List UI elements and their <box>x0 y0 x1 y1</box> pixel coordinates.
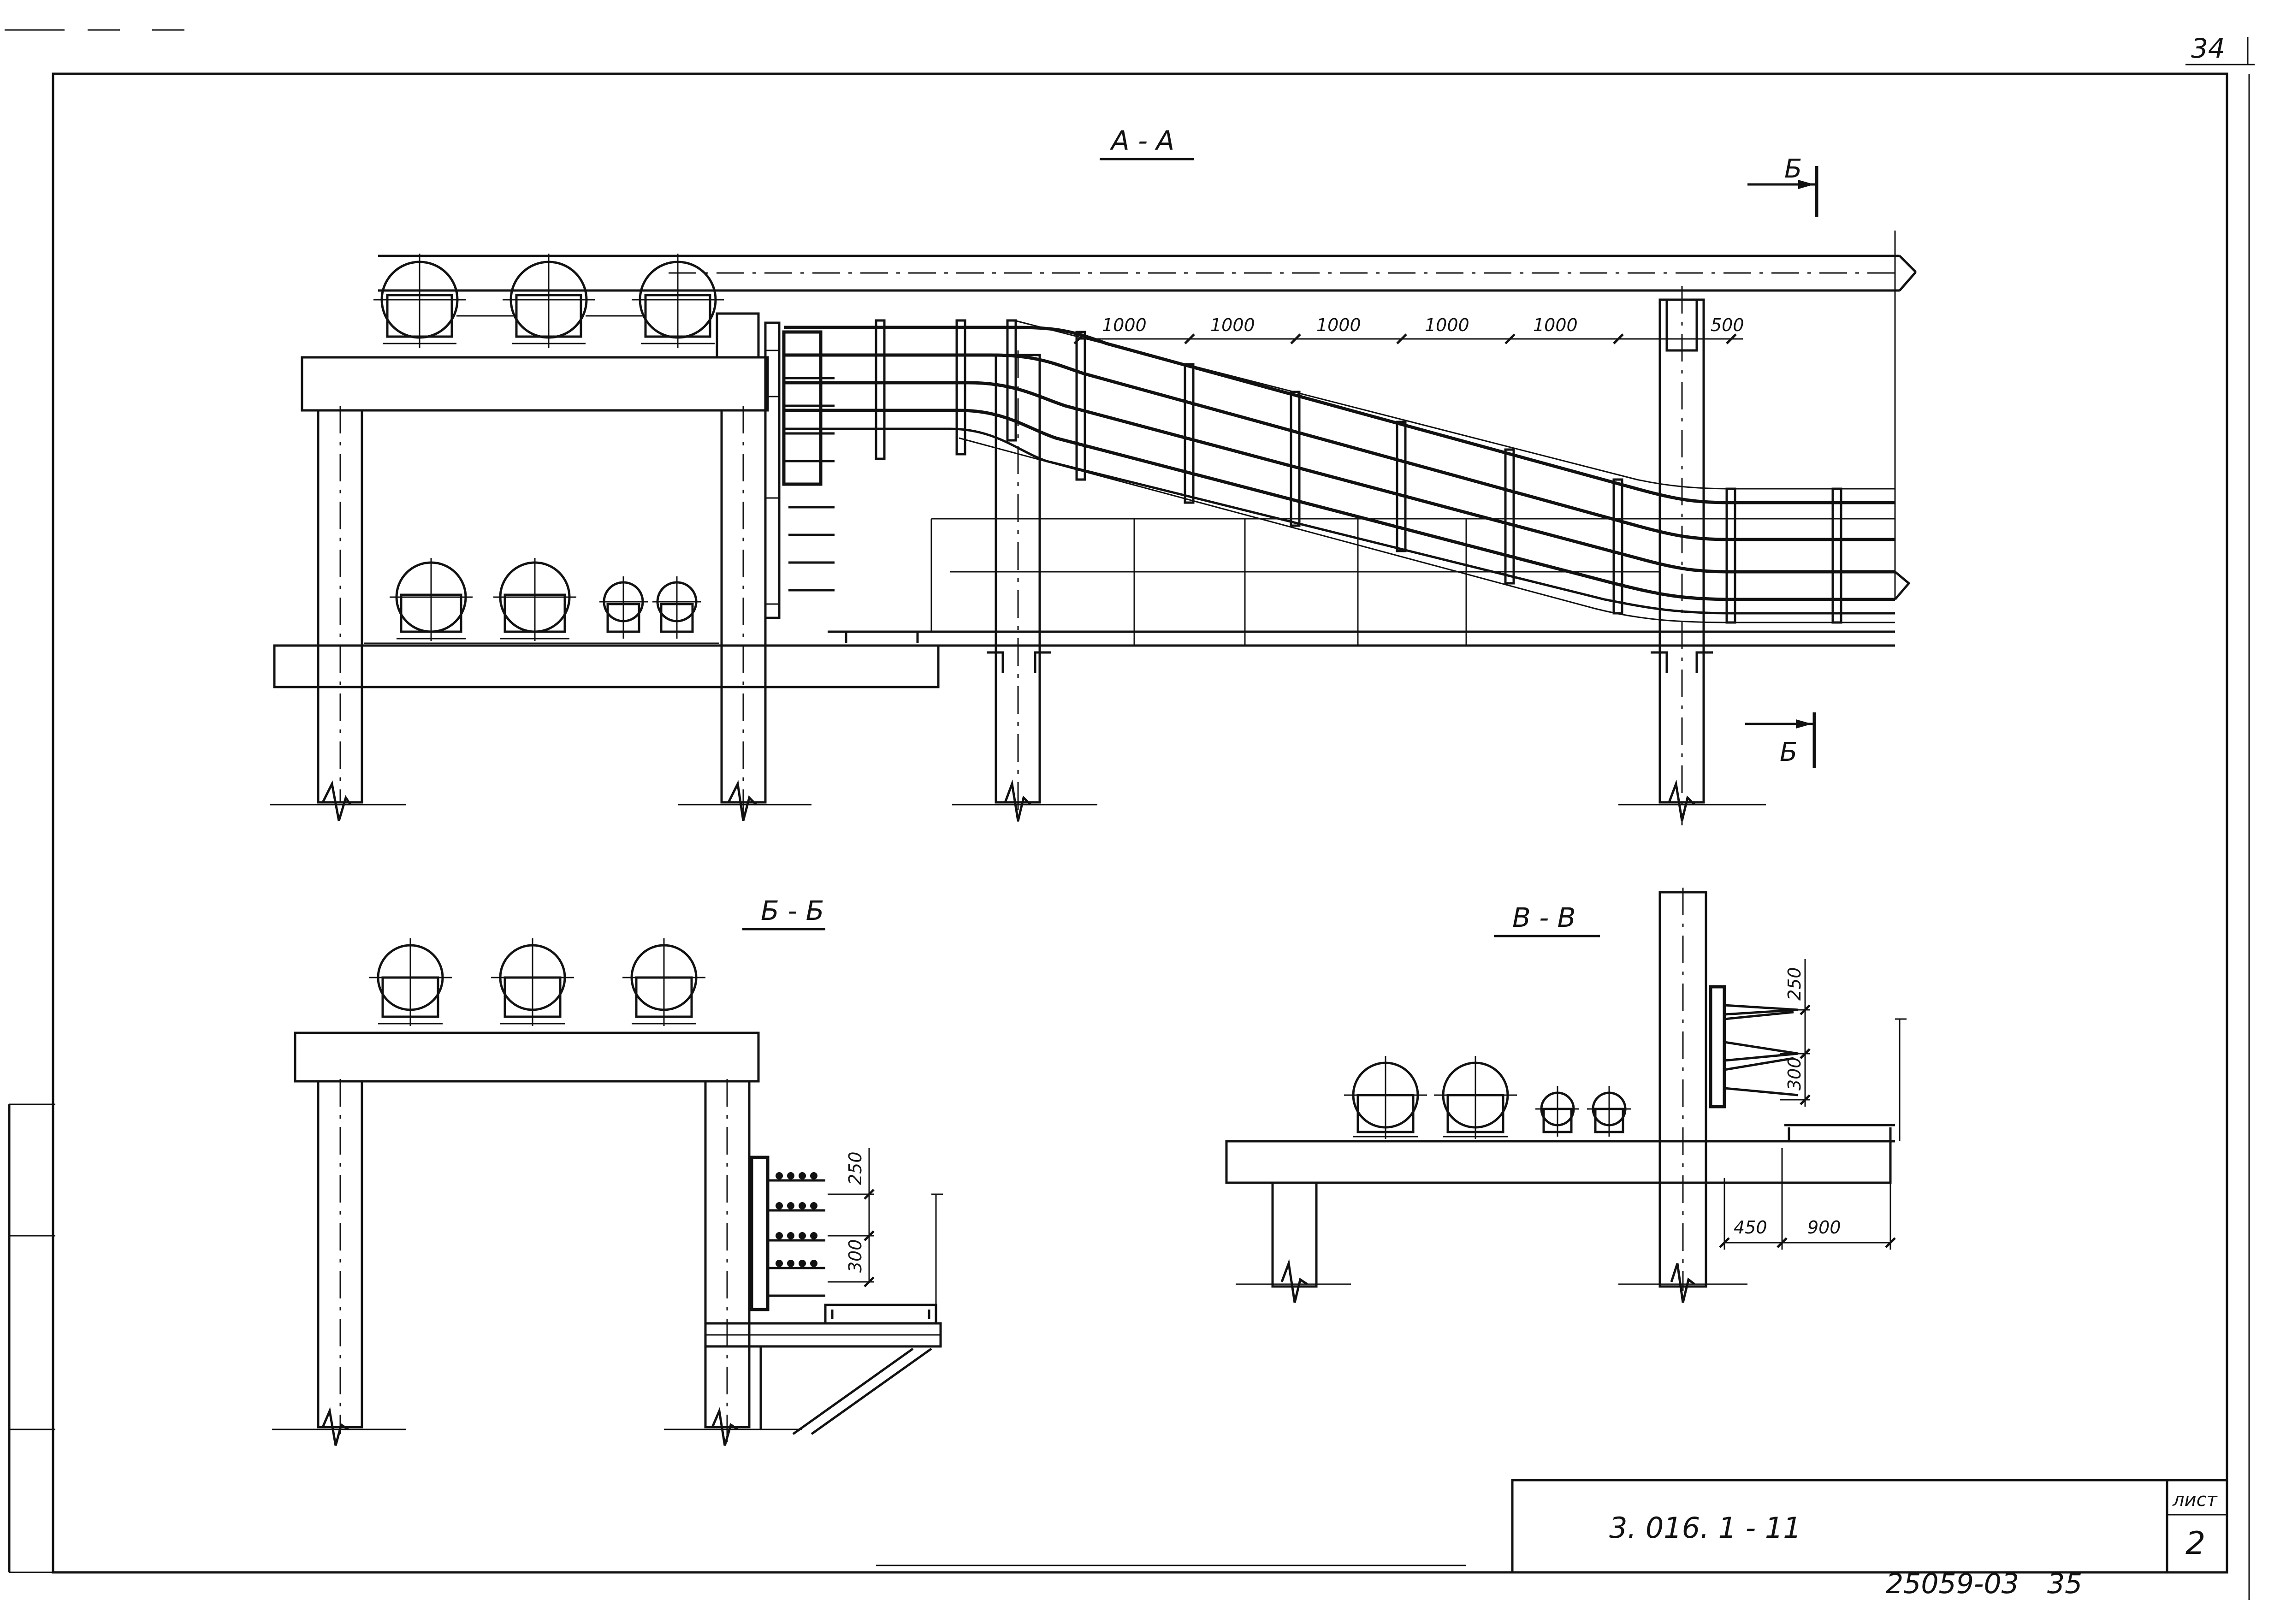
archive-page: 35 <box>2047 1568 2082 1600</box>
section-bb-title: Б - Б <box>761 895 824 926</box>
cable-bundle-aa <box>784 320 1911 623</box>
break-marks-vv <box>1236 1259 1747 1303</box>
walkway-aa <box>828 518 1895 673</box>
dim-bb-2: 300 <box>845 1239 865 1273</box>
dim-aa-4: 1000 <box>1425 315 1469 335</box>
archive-number: 25059-03 <box>1886 1568 2019 1600</box>
dimension-line-bb: 250 300 <box>828 1148 875 1287</box>
upper-pipes-aa <box>373 254 724 348</box>
dim-vv-h1: 450 <box>1734 1217 1767 1238</box>
section-vv: В - В <box>1225 888 1907 1303</box>
section-aa: А - А Б Б <box>270 125 1917 825</box>
cable-shelves-aa <box>765 330 835 605</box>
sheet-number: 2 <box>2185 1525 2205 1562</box>
lower-pipes-aa <box>390 558 701 641</box>
cut-marker-top-label: Б <box>1784 154 1802 184</box>
cut-marker-bottom-label: Б <box>1780 737 1797 767</box>
break-marks-bb <box>272 1407 802 1446</box>
cable-shelves-vv <box>1709 985 1799 1108</box>
pipes-vv <box>1344 1056 1631 1139</box>
drawing-code: 3. 016. 1 - 11 <box>1609 1511 1801 1545</box>
upper-pipes-bb <box>369 938 705 1026</box>
tray-dividers-aa <box>875 319 1842 624</box>
dim-aa-2: 1000 <box>1210 315 1255 335</box>
section-aa-title: А - А <box>1109 125 1174 156</box>
sheet-label: лист <box>2172 1489 2218 1511</box>
cable-shelves-bb <box>750 1156 825 1311</box>
dim-aa-1: 1000 <box>1102 315 1147 335</box>
corner-number: 34 <box>2191 33 2225 64</box>
sheet-frame: 34 <box>5 29 2255 1600</box>
dimension-line-aa: 1000 1000 1000 1000 1000 500 <box>1073 315 1744 344</box>
dim-bb-1: 250 <box>845 1151 865 1185</box>
title-block: 3. 016. 1 - 11 лист 2 25059-03 35 <box>876 1479 2228 1600</box>
dim-vv-h2: 900 <box>1807 1217 1841 1238</box>
dim-aa-3: 1000 <box>1316 315 1361 335</box>
walkway-bb <box>704 1193 943 1435</box>
section-vv-title: В - В <box>1512 902 1575 933</box>
dim-aa-6: 500 <box>1711 315 1744 335</box>
cut-marker-top: Б <box>1747 154 1818 217</box>
dim-aa-5: 1000 <box>1533 315 1578 335</box>
dim-vv-v2: 300 <box>1784 1057 1805 1091</box>
dimension-line-vv: 250 300 450 900 <box>1719 959 1896 1250</box>
dim-vv-v1: 250 <box>1784 967 1805 1001</box>
walkway-vv <box>1784 1018 1907 1143</box>
section-bb: Б - Б <box>272 895 943 1446</box>
binding-strip <box>8 1103 55 1573</box>
cut-marker-bottom: Б <box>1745 712 1816 768</box>
